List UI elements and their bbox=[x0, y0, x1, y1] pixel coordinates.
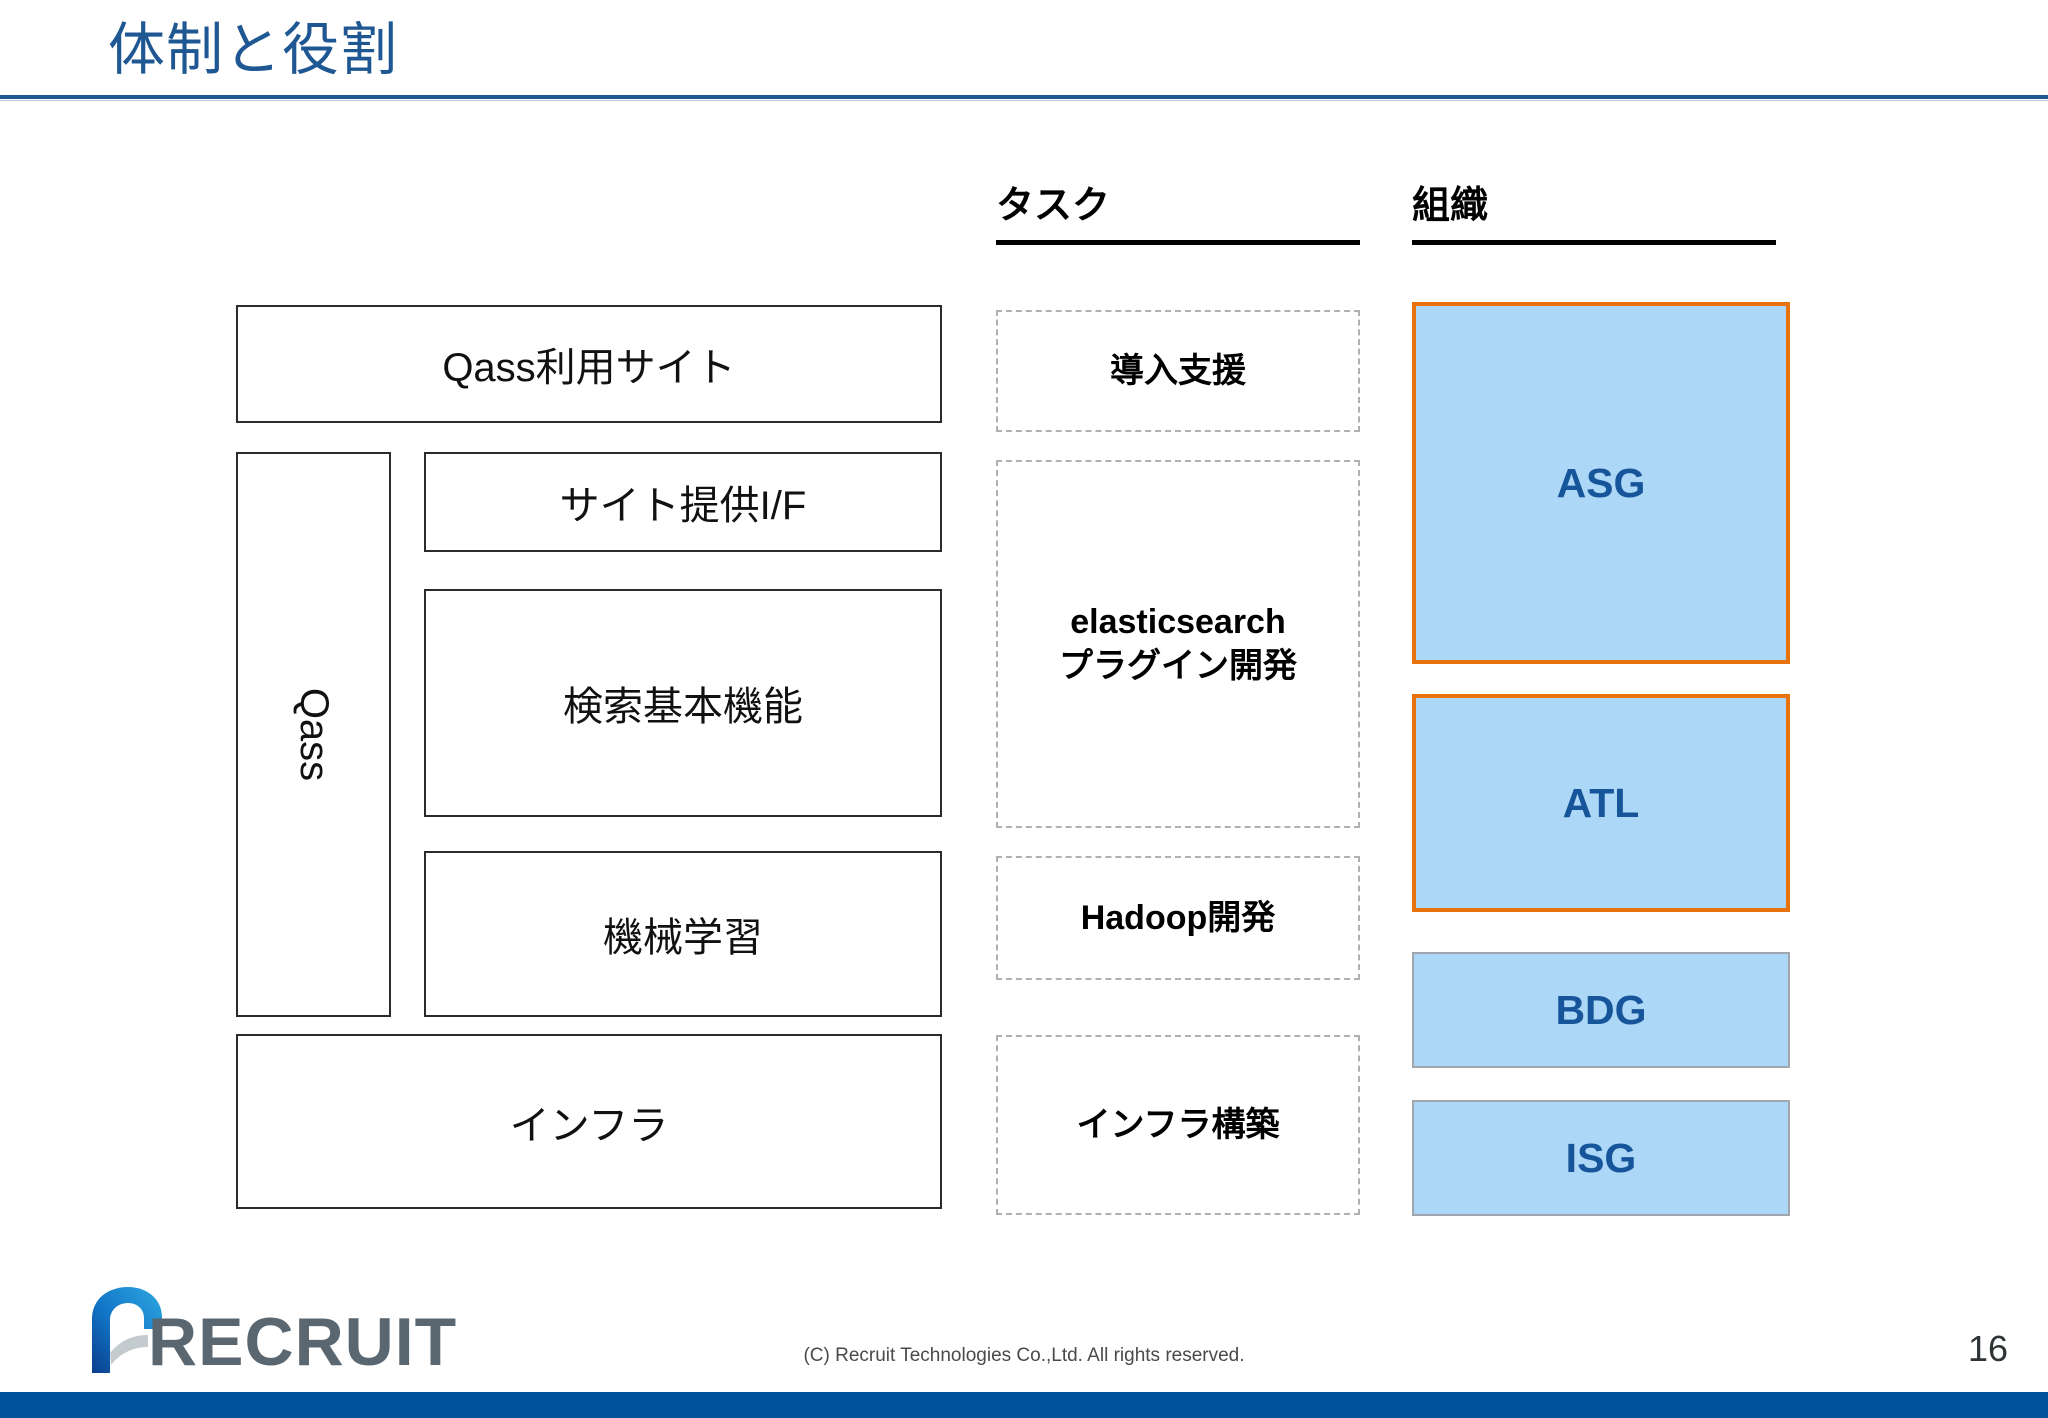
arch-box-qass-site: Qass利用サイト bbox=[236, 305, 942, 423]
arch-box-search-core-label: 検索基本機能 bbox=[563, 685, 803, 729]
org-box-bdg-label: BDG bbox=[1555, 986, 1647, 1033]
recruit-logo: RECRUIT bbox=[78, 1285, 458, 1380]
task-box-introduction-support-label: 導入支援 bbox=[1110, 352, 1246, 390]
arch-box-infrastructure: インフラ bbox=[236, 1034, 942, 1209]
copyright-text: (C) Recruit Technologies Co.,Ltd. All ri… bbox=[803, 1345, 1245, 1366]
page-number: 16 bbox=[1967, 1328, 2008, 1369]
recruit-logo-mark-icon bbox=[92, 1287, 162, 1373]
org-box-asg: ASG bbox=[1412, 302, 1790, 664]
arch-box-search-core: 検索基本機能 bbox=[424, 589, 942, 817]
org-box-atl: ATL bbox=[1412, 694, 1790, 912]
task-box-elasticsearch-line2: プラグイン開発 bbox=[1059, 647, 1297, 685]
task-box-hadoop-development: Hadoop開発 bbox=[996, 856, 1360, 980]
recruit-logo-wordmark: RECRUIT bbox=[148, 1304, 458, 1380]
page-title: 体制と役割 bbox=[108, 18, 398, 82]
task-box-elasticsearch-plugin: elasticsearch プラグイン開発 bbox=[996, 460, 1360, 828]
org-box-atl-label: ATL bbox=[1562, 779, 1640, 826]
org-box-asg-label: ASG bbox=[1556, 459, 1646, 506]
task-box-elasticsearch-plugin-text: elasticsearch プラグイン開発 bbox=[1059, 600, 1297, 688]
footer-bar bbox=[0, 1392, 2048, 1418]
org-column-heading: 組織 bbox=[1412, 185, 1489, 227]
title-divider-thin bbox=[0, 100, 2048, 101]
arch-box-qass-group: Qass bbox=[236, 452, 391, 1017]
task-box-hadoop-development-label: Hadoop開発 bbox=[1080, 899, 1276, 937]
arch-box-qass-group-label: Qass bbox=[291, 687, 336, 782]
task-column-heading: タスク bbox=[996, 185, 1111, 227]
org-box-bdg: BDG bbox=[1412, 952, 1790, 1068]
arch-box-qass-site-label: Qass利用サイト bbox=[442, 346, 736, 390]
arch-box-machine-learning-label: 機械学習 bbox=[603, 916, 763, 960]
title-divider bbox=[0, 95, 2048, 99]
arch-box-machine-learning: 機械学習 bbox=[424, 851, 942, 1017]
task-box-elasticsearch-line1: elasticsearch bbox=[1070, 603, 1286, 641]
task-box-introduction-support: 導入支援 bbox=[996, 310, 1360, 432]
arch-box-site-interface-label: サイト提供I/F bbox=[559, 484, 807, 528]
task-column-underline bbox=[996, 240, 1360, 245]
arch-box-infrastructure-label: インフラ bbox=[509, 1103, 669, 1148]
org-box-isg: ISG bbox=[1412, 1100, 1790, 1216]
task-box-infrastructure-build: インフラ構築 bbox=[996, 1035, 1360, 1215]
task-box-infrastructure-build-label: インフラ構築 bbox=[1076, 1106, 1280, 1144]
org-column-underline bbox=[1412, 240, 1776, 245]
arch-box-site-interface: サイト提供I/F bbox=[424, 452, 942, 552]
org-box-isg-label: ISG bbox=[1565, 1134, 1637, 1181]
